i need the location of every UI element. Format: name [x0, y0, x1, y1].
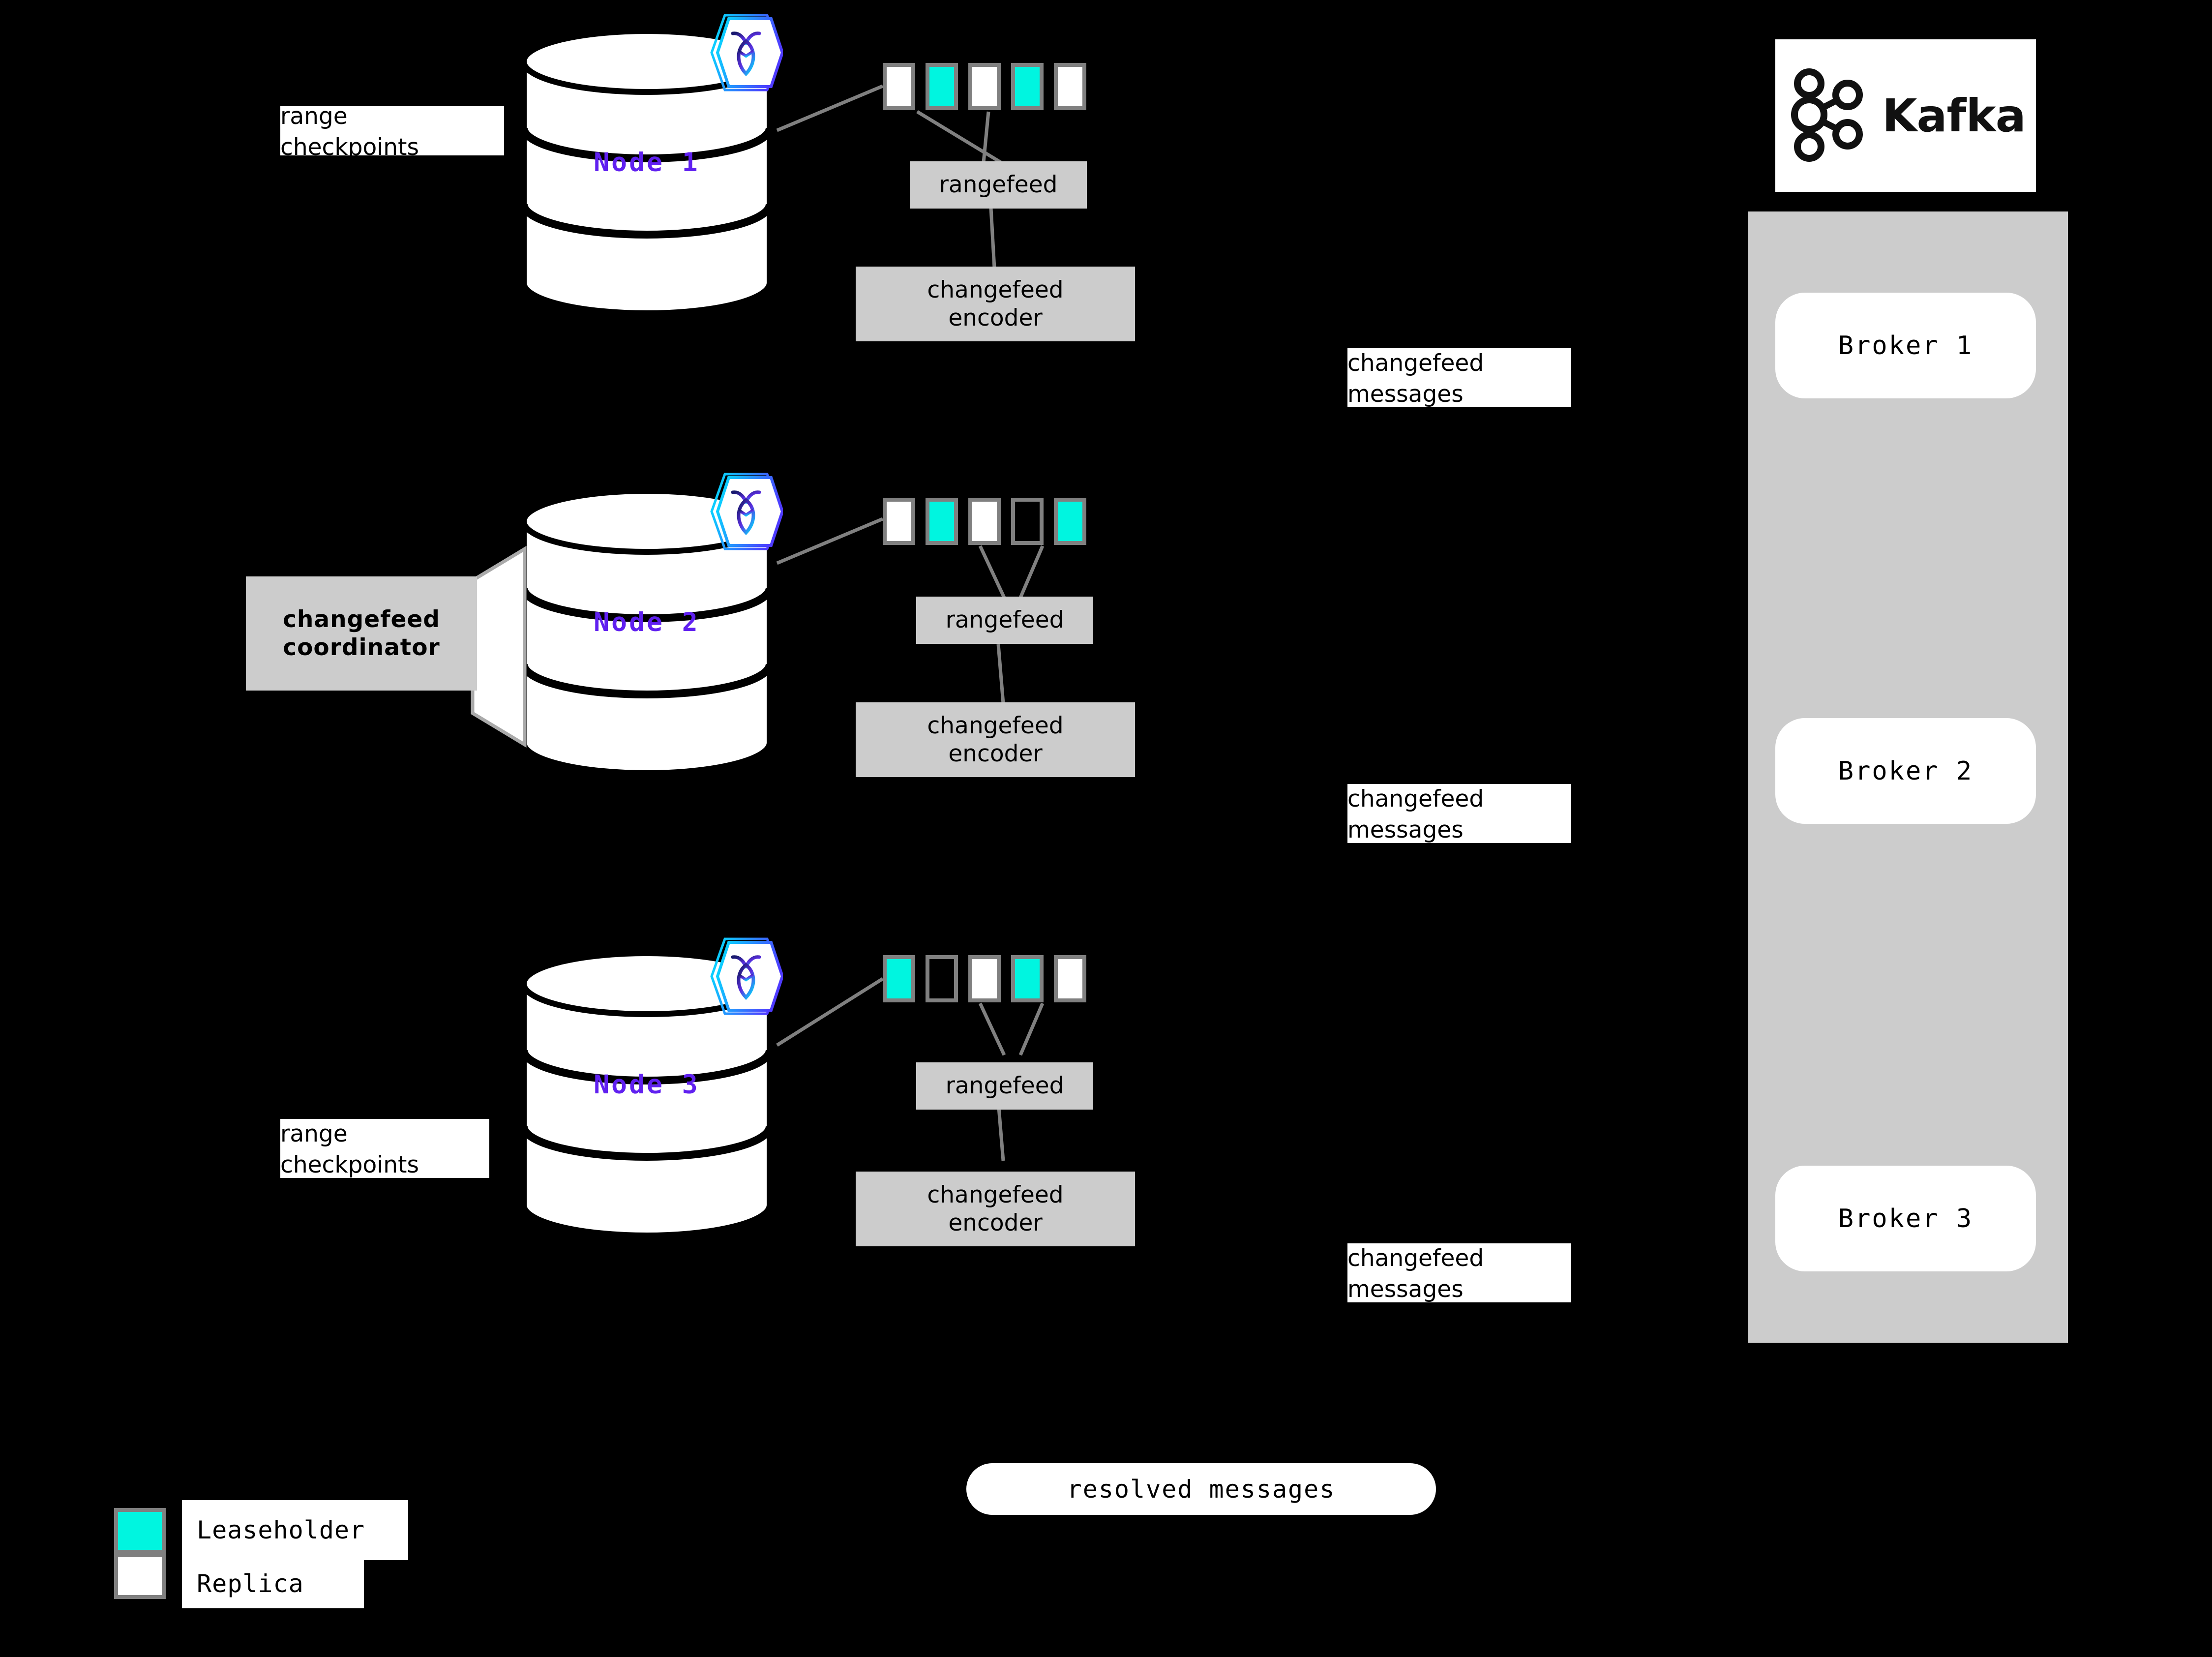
node-3-changefeed-encoder-box: changefeed encoder — [856, 1172, 1135, 1246]
node-3-rangefeed-box: rangefeed — [916, 1062, 1093, 1110]
range-leaseholder — [1011, 955, 1044, 1002]
node-1-range-checkpoints-label: range checkpoints — [280, 106, 504, 155]
range-replica — [968, 498, 1001, 545]
message-label-line1: changefeed — [1347, 349, 1484, 377]
broker-label: Broker 2 — [1838, 756, 1973, 786]
coordinator-label-line2: coordinator — [283, 634, 440, 661]
node-1-ranges — [883, 63, 1086, 110]
encoder-label-line2: encoder — [948, 740, 1043, 767]
range-leaseholder — [883, 955, 915, 1002]
node-2-rangefeed-box: rangefeed — [916, 597, 1093, 644]
changefeed-messages-label-3: changefeed messages — [1347, 1243, 1571, 1302]
range-replica — [1054, 955, 1086, 1002]
cockroachdb-hex-icon — [709, 11, 783, 94]
node-1-cylinder: Node 1 — [519, 27, 775, 317]
node-1-label: Node 1 — [594, 148, 700, 178]
range-leaseholder — [1054, 498, 1086, 545]
broker-label: Broker 1 — [1838, 331, 1973, 361]
cockroachdb-hex-icon — [709, 934, 783, 1018]
broker-label: Broker 3 — [1838, 1204, 1973, 1234]
range-replica — [968, 955, 1001, 1002]
encoder-label-line1: changefeed — [927, 712, 1064, 739]
range-leaseholder — [1011, 63, 1044, 110]
range-replica — [883, 63, 915, 110]
node-2-ranges — [883, 498, 1086, 545]
changefeed-messages-label-2: changefeed messages — [1347, 784, 1571, 843]
encoder-label-line2: encoder — [948, 304, 1043, 331]
legend-swatch-replica — [114, 1553, 166, 1599]
rangefeed-label: rangefeed — [945, 606, 1064, 634]
annotation-line2: checkpoints — [280, 1151, 419, 1178]
encoder-label-line2: encoder — [948, 1209, 1043, 1236]
broker-3: Broker 3 — [1775, 1166, 2036, 1271]
message-label-line2: messages — [1347, 816, 1464, 843]
range-replica — [883, 498, 915, 545]
rangefeed-label: rangefeed — [945, 1072, 1064, 1100]
node-3-cylinder: Node 3 — [519, 949, 775, 1239]
changefeed-messages-label-1: changefeed messages — [1347, 348, 1571, 407]
node-2-label: Node 2 — [594, 607, 700, 637]
legend-item-label: Leaseholder — [197, 1516, 365, 1544]
legend-label-replica: Replica — [182, 1559, 364, 1608]
range-empty — [1011, 498, 1044, 545]
node-3-ranges — [883, 955, 1086, 1002]
coordinator-pointer — [471, 546, 527, 748]
encoder-label-line1: changefeed — [927, 1181, 1064, 1208]
range-replica — [1054, 63, 1086, 110]
kafka-nodes-icon — [1791, 68, 1863, 162]
rangefeed-label: rangefeed — [939, 171, 1058, 199]
node-2-cylinder: Node 2 — [519, 487, 775, 777]
encoder-label-line1: changefeed — [927, 276, 1064, 303]
range-empty — [926, 955, 958, 1002]
range-leaseholder — [926, 498, 958, 545]
resolved-messages-pill: resolved messages — [966, 1463, 1436, 1515]
message-label-line1: changefeed — [1347, 785, 1484, 813]
resolved-messages-label: resolved messages — [1067, 1475, 1336, 1504]
annotation-line2: checkpoints — [280, 134, 419, 155]
legend-label-leaseholder: Leaseholder — [182, 1500, 408, 1560]
node-3-range-checkpoints-label: range checkpoints — [280, 1119, 489, 1178]
node-2-changefeed-encoder-box: changefeed encoder — [856, 702, 1135, 777]
range-replica — [968, 63, 1001, 110]
range-leaseholder — [926, 63, 958, 110]
node-1-changefeed-encoder-box: changefeed encoder — [856, 267, 1135, 341]
annotation-line1: range — [280, 1120, 348, 1147]
node-3-label: Node 3 — [594, 1070, 700, 1100]
message-label-line1: changefeed — [1347, 1244, 1484, 1272]
coordinator-label-line1: changefeed — [283, 605, 440, 633]
cockroachdb-hex-icon — [709, 470, 783, 553]
legend-item-label: Replica — [197, 1569, 304, 1598]
changefeed-coordinator-box: changefeed coordinator — [246, 576, 477, 691]
annotation-line1: range — [280, 106, 348, 130]
kafka-logo-text: Kafka — [1882, 89, 2026, 142]
kafka-logo: Kafka — [1775, 39, 2036, 192]
message-label-line2: messages — [1347, 1276, 1464, 1302]
broker-2: Broker 2 — [1775, 718, 2036, 824]
legend-swatch-leaseholder — [114, 1508, 166, 1554]
node-1-rangefeed-box: rangefeed — [910, 161, 1087, 209]
broker-1: Broker 1 — [1775, 293, 2036, 398]
message-label-line2: messages — [1347, 381, 1464, 407]
